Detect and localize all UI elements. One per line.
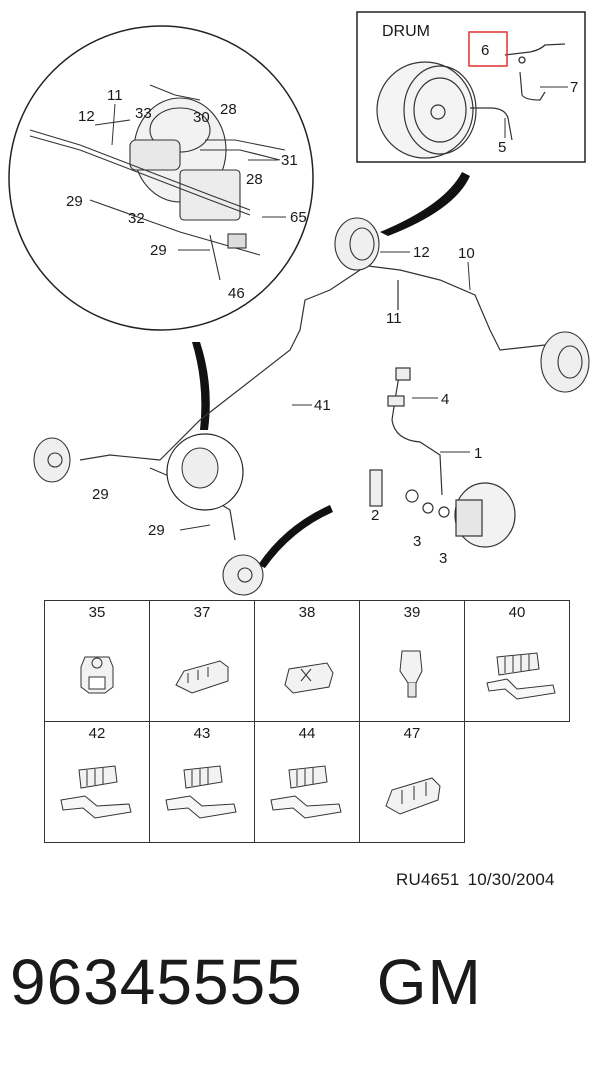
multi-clip-icon [486,652,556,700]
rear-right-brake [540,331,590,393]
callout-10: 10 [458,245,475,262]
front-left-brake [33,437,71,483]
callout-3a: 3 [413,533,421,550]
callout-11a: 11 [107,87,123,104]
bracket-icon [385,777,441,815]
callout-30: 30 [193,109,210,126]
part-cell: 40 [464,600,570,722]
part-number: 47 [403,725,421,742]
part-number: 42 [88,725,106,742]
brand-text: GM [376,946,482,1018]
part-number-caption: 96345555 GM [10,945,482,1019]
part-cell: 38 [254,600,360,722]
part-number: 37 [193,604,211,621]
part-number: 40 [508,604,526,621]
reference-code: RU4651 [396,870,460,889]
parts-table: 35 37 38 39 [44,600,570,843]
callout-29b: 29 [150,242,167,259]
drum-title: DRUM [382,23,430,40]
callout-7: 7 [570,79,578,96]
part-number: 38 [298,604,316,621]
part-number: 44 [298,725,316,742]
pointer-front-right [258,505,333,568]
part-cell: 44 [254,721,360,843]
callout-11b: 11 [386,310,402,327]
callout-32: 32 [128,210,145,227]
callout-1: 1 [474,445,482,462]
callout-28a: 28 [220,101,237,118]
reference-line: RU4651 10/30/2004 [396,870,555,890]
multi-clip-icon [270,765,342,819]
callout-6: 6 [481,42,489,59]
callout-29d: 29 [148,522,165,539]
reference-date: 10/30/2004 [467,870,555,889]
drum-brake-illustration [376,61,546,159]
callout-4: 4 [441,391,449,408]
callout-12b: 12 [413,244,430,261]
brake-hose-6 [504,43,566,64]
clip-icon [80,656,114,694]
callout-41: 41 [314,397,331,414]
brake-line-diagram: DRUM 6 7 5 [8,11,590,596]
pointer-drum [380,172,470,236]
part-number: 39 [403,604,421,621]
callout-31: 31 [281,152,298,169]
callout-3b: 3 [439,550,447,567]
part-number: 35 [88,604,106,621]
callout-65: 65 [290,209,307,226]
part-number-text: 96345555 [10,946,303,1018]
callout-46: 46 [228,285,245,302]
rear-left-brake [334,217,380,271]
master-cylinder-small [166,433,244,511]
empty-cell [465,722,570,843]
part-cell: 42 [44,721,150,843]
callout-33: 33 [135,105,152,122]
bracket-icon [175,660,229,694]
front-brake-hose-detail [369,367,516,548]
highlight-box [468,31,508,67]
bracket-icon [284,662,334,694]
parts-row-2: 42 43 44 47 [44,721,570,843]
master-cylinder-zoom: 11 12 33 30 28 31 28 29 32 65 29 46 [8,25,314,331]
part-cell: 43 [149,721,255,843]
callout-28b: 28 [246,171,263,188]
parts-row-1: 35 37 38 39 [44,600,570,722]
clip-icon [399,650,423,698]
part-cell: 37 [149,600,255,722]
part-cell: 47 [359,721,465,843]
callout-2: 2 [371,507,379,524]
part-number: 43 [193,725,211,742]
callout-12a: 12 [78,108,95,125]
pointer-master [192,342,210,430]
callout-5: 5 [498,139,506,156]
callout-29a: 29 [66,193,83,210]
multi-clip-icon [165,765,237,819]
drum-inset: DRUM 6 7 5 [356,11,586,163]
callout-29c: 29 [92,486,109,503]
multi-clip-icon [60,765,132,819]
part-cell: 35 [44,600,150,722]
front-right-brake [222,554,264,596]
part-cell: 39 [359,600,465,722]
